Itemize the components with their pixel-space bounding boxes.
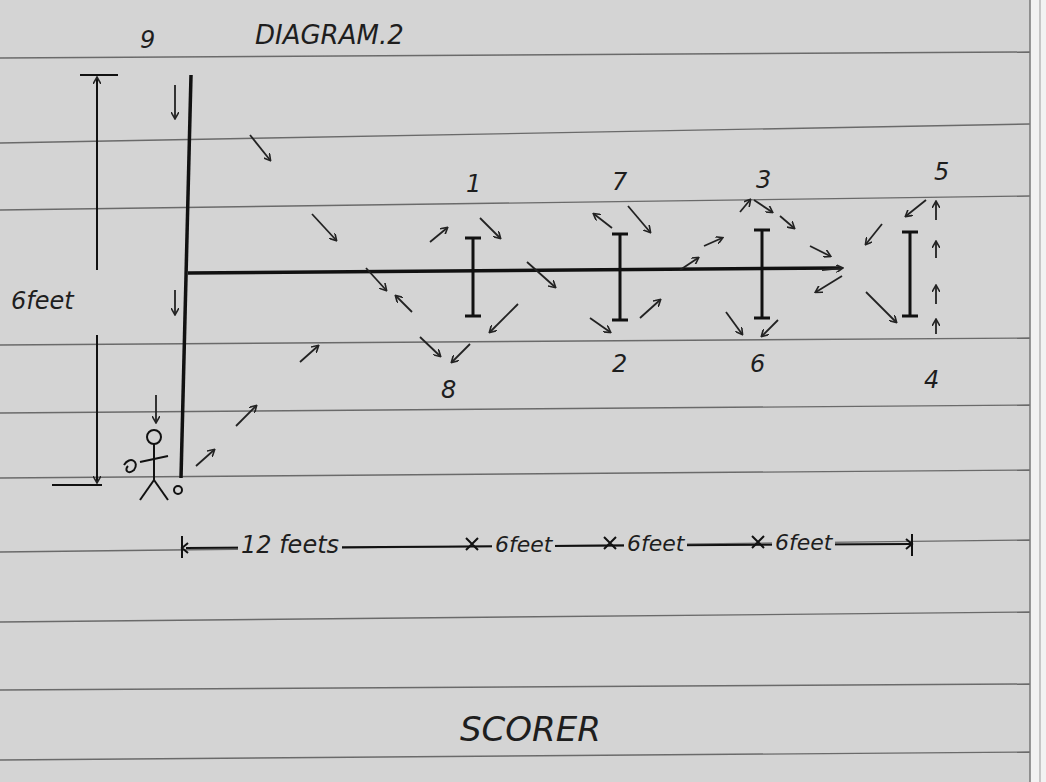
run-arrow <box>527 262 555 287</box>
paper-edge <box>1030 0 1046 782</box>
callout-number: 4 <box>924 368 939 392</box>
run-arrow <box>935 320 937 334</box>
run-arrow <box>810 246 830 256</box>
run-arrow <box>396 296 412 312</box>
run-arrow <box>155 395 157 422</box>
run-arrow <box>740 200 750 212</box>
callout-number: 8 <box>441 378 456 402</box>
callout-number: 9 <box>140 28 155 52</box>
run-arrow <box>726 312 742 334</box>
dimension-label: 6feet <box>624 533 687 555</box>
run-arrow <box>935 242 937 258</box>
run-arrow <box>174 290 176 314</box>
center-line <box>188 268 840 273</box>
run-arrow <box>704 238 722 246</box>
dimension-label: 12 feets <box>238 533 342 557</box>
run-arrow <box>906 200 926 216</box>
dimension-label: 6feet <box>772 532 835 554</box>
run-arrow <box>590 318 610 332</box>
diagram-title: DIAGRAM.2 <box>255 22 404 48</box>
run-arrow <box>480 218 500 238</box>
run-arrows <box>156 85 936 466</box>
run-arrow <box>866 292 896 322</box>
run-arrow <box>250 135 270 160</box>
run-arrow <box>366 268 386 290</box>
callout-number: 2 <box>612 352 627 376</box>
ruled-lines <box>0 52 1030 760</box>
callout-number: 6 <box>750 352 765 376</box>
run-arrow <box>935 202 937 220</box>
run-arrow <box>822 268 842 270</box>
scorer-figure <box>124 430 168 500</box>
run-arrow <box>420 337 440 356</box>
run-arrow <box>780 216 794 228</box>
run-arrow <box>196 450 214 466</box>
start-marker <box>174 486 182 494</box>
run-arrow <box>430 228 447 242</box>
run-arrow <box>762 320 778 336</box>
run-arrow <box>628 206 650 232</box>
run-arrow <box>640 300 660 318</box>
margin-line <box>1029 0 1031 782</box>
run-arrow <box>452 344 470 362</box>
scorer-label: SCORER <box>460 712 601 746</box>
run-arrow <box>312 214 336 240</box>
run-arrow <box>680 258 698 270</box>
callout-number: 1 <box>466 172 481 196</box>
run-arrow <box>816 276 842 292</box>
run-arrow <box>174 85 176 118</box>
run-arrow <box>236 406 256 426</box>
callout-number: 7 <box>612 170 627 194</box>
run-arrow <box>754 200 772 212</box>
start-line <box>181 75 191 478</box>
margin-line <box>1040 0 1041 782</box>
run-arrow <box>490 304 518 332</box>
posts <box>465 230 918 320</box>
dimension-label: 6feet <box>492 534 555 556</box>
run-arrow <box>935 286 937 304</box>
callout-number: 3 <box>756 168 771 192</box>
run-arrow <box>866 224 882 244</box>
callout-number: 5 <box>934 160 949 184</box>
height-dimension <box>52 75 118 485</box>
dimension-label: 6feet <box>8 289 77 313</box>
run-arrow <box>300 346 318 362</box>
run-arrow <box>594 214 612 228</box>
